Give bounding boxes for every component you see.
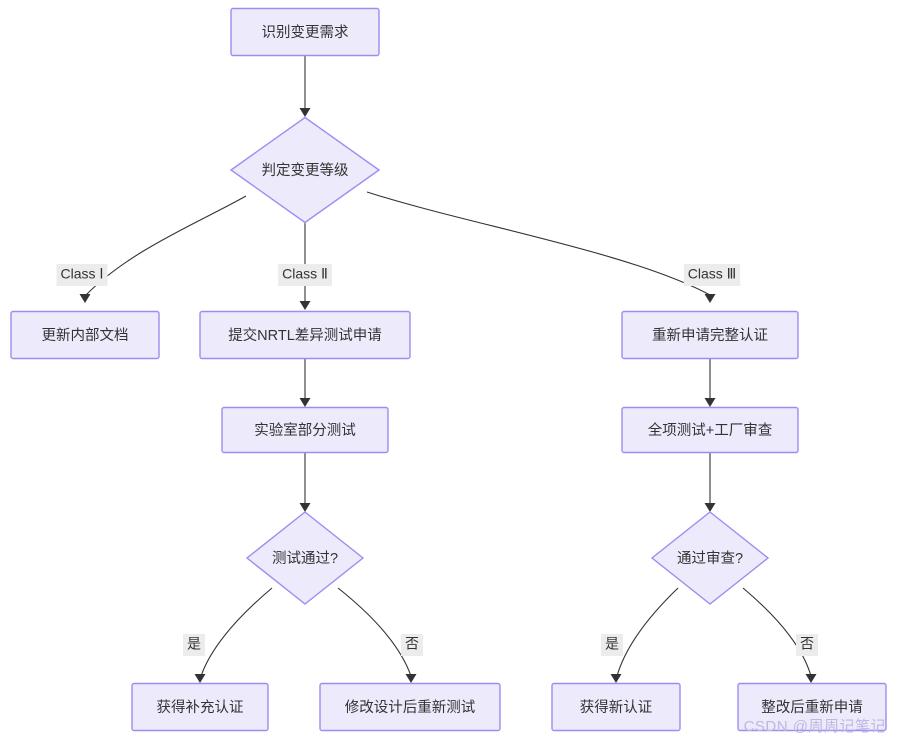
edge-n2-to-n4 [299, 223, 311, 310]
edge-label-n8-to-n11: 否 [401, 634, 423, 656]
edge-label-text: Class Ⅲ [688, 266, 737, 282]
edge-n9-to-n13 [742, 587, 817, 683]
decision-diamond[interactable] [650, 511, 770, 605]
edge-label-text: Class Ⅰ [60, 266, 103, 282]
node-n4[interactable]: 提交NRTL差异测试申请 [199, 310, 411, 360]
edge-label-background [56, 264, 108, 286]
edge-arrowhead [299, 398, 311, 407]
node-label: 测试通过? [272, 550, 338, 567]
process-box[interactable] [230, 7, 380, 57]
edge-arrowhead [299, 108, 311, 117]
node-n2[interactable]: 判定变更等级 [229, 116, 381, 224]
edge-label-background [401, 634, 423, 656]
node-n12[interactable]: 获得新认证 [551, 682, 681, 732]
edge-label-background [796, 634, 818, 656]
edge-arrowhead [704, 294, 716, 303]
node-label: 获得新认证 [580, 699, 653, 716]
node-label: 通过审查? [677, 550, 743, 567]
edge-arrowhead [704, 503, 716, 512]
process-box[interactable] [621, 310, 799, 360]
edge-line [85, 195, 247, 296]
edge-label-text: Class Ⅱ [282, 266, 328, 282]
edge-label-background [601, 634, 623, 656]
edge-n7-to-n9 [704, 453, 716, 512]
edge-n8-to-n10 [194, 587, 273, 683]
edge-label-background [683, 264, 741, 286]
edge-arrowhead [79, 294, 91, 303]
edge-n9-to-n12 [610, 587, 679, 683]
decision-diamond[interactable] [229, 116, 381, 224]
decision-diamond[interactable] [245, 511, 365, 605]
node-label: 判定变更等级 [262, 161, 349, 179]
node-n11[interactable]: 修改设计后重新测试 [319, 682, 501, 732]
edge-n2-to-n3 [79, 195, 247, 303]
process-box[interactable] [621, 406, 799, 454]
node-n5[interactable]: 重新申请完整认证 [621, 310, 799, 360]
edge-label-n2-to-n4: Class Ⅱ [278, 264, 332, 286]
edge-line [200, 587, 273, 677]
node-n10[interactable]: 获得补充认证 [131, 682, 269, 732]
process-box[interactable] [319, 682, 501, 732]
edge-arrowhead [299, 503, 311, 512]
edge-label-n8-to-n10: 是 [183, 634, 205, 656]
node-n13[interactable]: 整改后重新申请 [737, 682, 887, 732]
node-label: 获得补充认证 [157, 699, 244, 716]
edge-label-background [183, 634, 205, 656]
edge-label-n9-to-n12: 是 [601, 634, 623, 656]
edge-n2-to-n5 [366, 191, 716, 303]
edge-arrowhead [405, 674, 417, 683]
edge-label-text: 是 [187, 636, 201, 652]
edge-line [366, 191, 711, 296]
process-box[interactable] [551, 682, 681, 732]
node-n7[interactable]: 全项测试+工厂审查 [621, 406, 799, 454]
edge-line [616, 587, 679, 677]
process-box[interactable] [221, 406, 389, 454]
edge-label-text: 否 [800, 636, 814, 652]
edge-label-n2-to-n3: Class Ⅰ [56, 264, 108, 286]
process-box[interactable] [737, 682, 887, 732]
node-label: 整改后重新申请 [761, 699, 863, 716]
edge-label-text: 否 [405, 636, 419, 652]
edges-layer [79, 56, 817, 683]
edge-n1-to-n2 [299, 56, 311, 117]
node-label: 重新申请完整认证 [652, 327, 768, 344]
edge-n8-to-n11 [337, 587, 417, 683]
node-n8[interactable]: 测试通过? [245, 511, 365, 605]
edge-label-n2-to-n5: Class Ⅲ [683, 264, 741, 286]
edge-arrowhead [805, 674, 817, 683]
edge-line [742, 587, 812, 677]
edge-line [337, 587, 412, 677]
edge-arrowhead [704, 398, 716, 407]
node-label: 全项测试+工厂审查 [648, 421, 772, 439]
edge-label-n9-to-n13: 否 [796, 634, 818, 656]
node-label: 提交NRTL差异测试申请 [228, 326, 382, 344]
watermark-text: CSDN @周周记笔记 [743, 718, 886, 735]
process-box[interactable] [10, 310, 160, 360]
process-box[interactable] [199, 310, 411, 360]
process-box[interactable] [131, 682, 269, 732]
edge-label-text: 是 [605, 636, 619, 652]
edge-label-background [278, 264, 332, 286]
node-label: 更新内部文档 [42, 327, 129, 344]
edge-labels-layer: Class Ⅰ Class Ⅱ Class Ⅲ 是 否 是 否 [56, 264, 818, 656]
edge-n4-to-n6 [299, 359, 311, 407]
node-label: 识别变更需求 [262, 24, 349, 41]
edge-n5-to-n7 [704, 359, 716, 407]
edge-arrowhead [299, 301, 311, 310]
node-label: 修改设计后重新测试 [345, 699, 476, 716]
node-n6[interactable]: 实验室部分测试 [221, 406, 389, 454]
node-n9[interactable]: 通过审查? [650, 511, 770, 605]
node-n3[interactable]: 更新内部文档 [10, 310, 160, 360]
node-label: 实验室部分测试 [254, 422, 356, 439]
edge-arrowhead [610, 674, 622, 683]
edge-arrowhead [194, 674, 206, 683]
node-n1[interactable]: 识别变更需求 [230, 7, 380, 57]
edge-n6-to-n8 [299, 453, 311, 512]
